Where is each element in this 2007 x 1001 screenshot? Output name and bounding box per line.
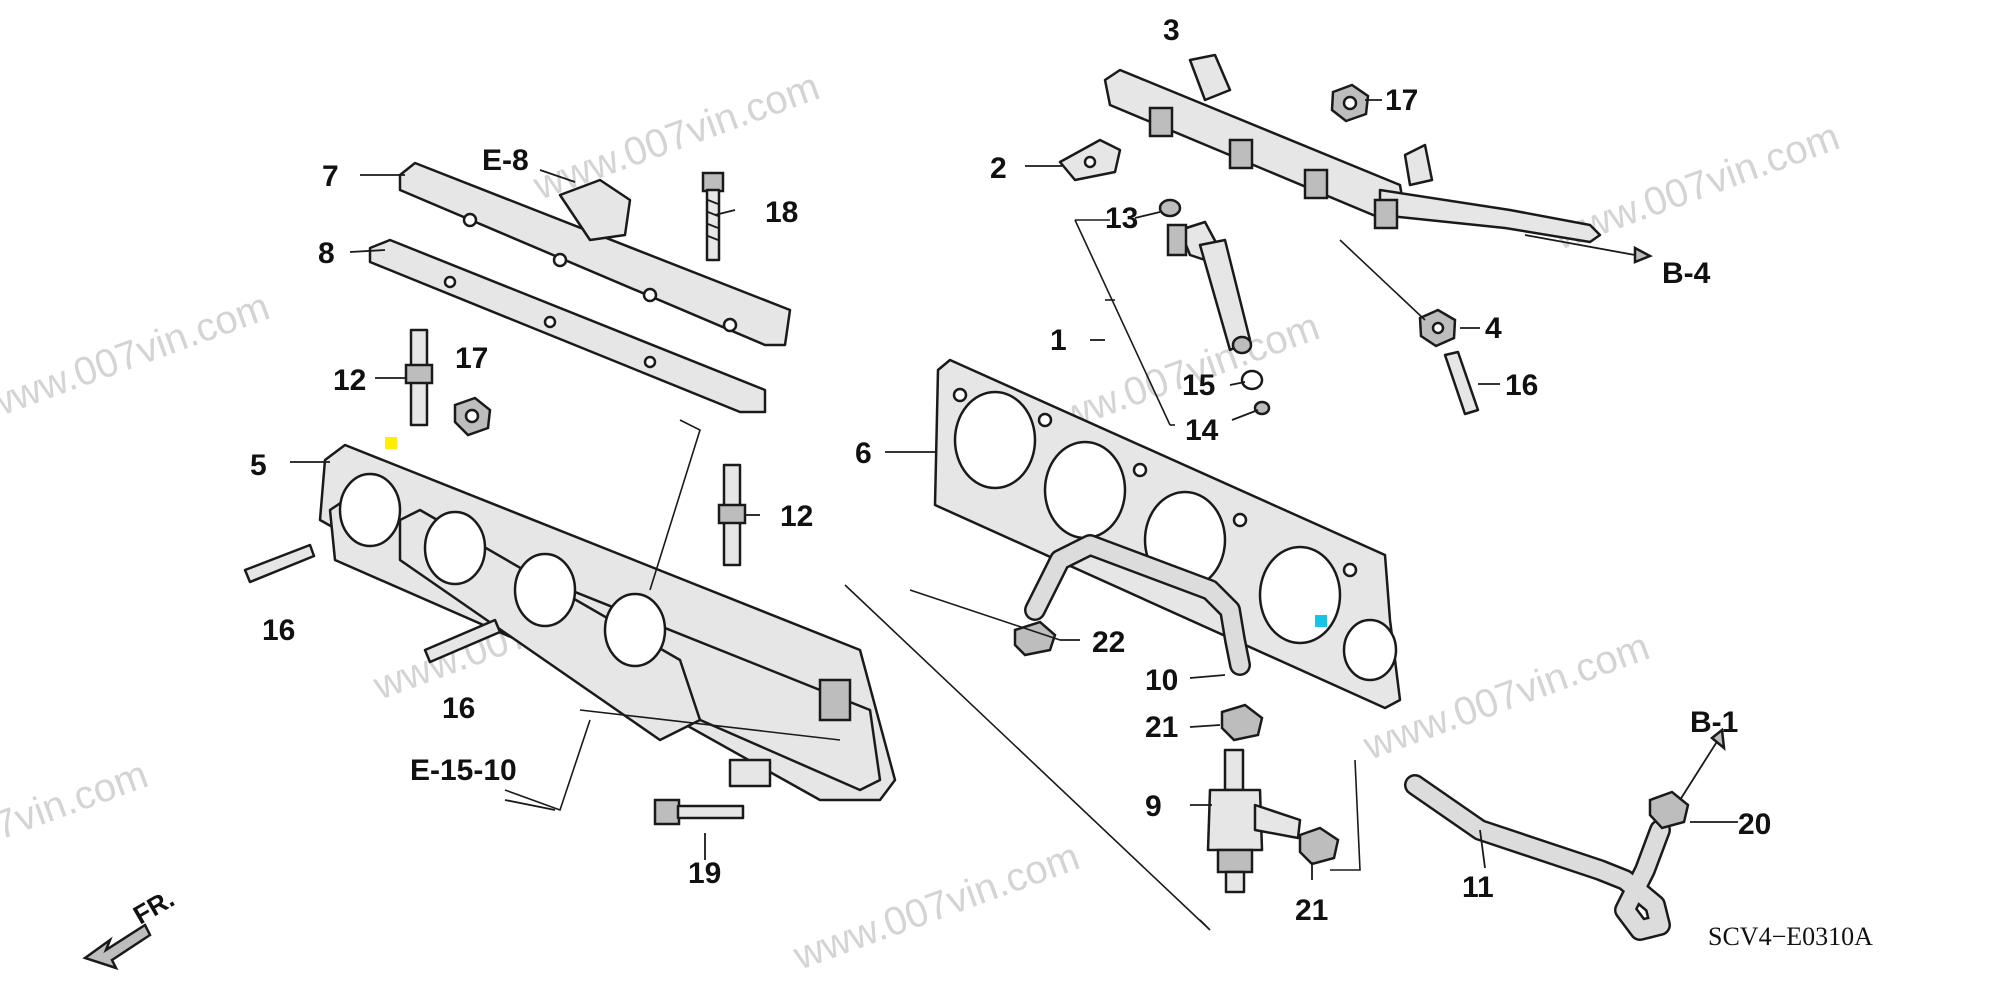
part-7-rail (398, 161, 792, 347)
callout-20: 20 (1738, 808, 1771, 841)
callout-16-a: 16 (262, 614, 295, 647)
part-21-clamp-lower (1298, 826, 1340, 866)
part-6-gasket (933, 358, 1402, 710)
marker-yellow (385, 437, 397, 449)
part-21-clamp-upper (1220, 703, 1264, 742)
watermark-1: www.007vin.com (527, 64, 825, 208)
part-14-cushion-ring (1253, 400, 1271, 416)
callout-9: 9 (1145, 790, 1162, 823)
part-16-stud-a (243, 543, 316, 584)
part-15-o-ring (1240, 369, 1264, 391)
callout-18: 18 (765, 196, 798, 229)
callout-8: 8 (318, 237, 335, 270)
callout-15: 15 (1182, 369, 1215, 402)
part-13-seal-ring (1158, 198, 1182, 218)
part-2-bracket (1058, 138, 1122, 182)
ref-e-15-10: E-15-10 (410, 754, 517, 787)
part-18-bolt (701, 171, 725, 262)
watermark-6: www.007vin.com (1357, 624, 1655, 768)
part-16-stud-b (423, 618, 502, 664)
front-label: FR. (128, 883, 179, 930)
callout-10: 10 (1145, 664, 1178, 697)
callouts: 1 2 3 4 5 6 7 8 9 10 11 12 12 13 14 15 1… (250, 14, 1771, 927)
callout-16-b: 16 (442, 692, 475, 725)
part-10-pipe (1024, 534, 1251, 676)
part-8-rail (368, 238, 767, 414)
part-11-hose (1404, 774, 1671, 941)
callout-17-right: 17 (1385, 84, 1418, 117)
callout-3: 3 (1163, 14, 1180, 47)
front-arrow: FR. (82, 883, 179, 971)
callout-19: 19 (688, 857, 721, 890)
part-19-bolt (653, 798, 745, 826)
watermark-2: www.007vin.com (0, 284, 275, 428)
leader-lines (290, 99, 1738, 880)
callout-2: 2 (990, 152, 1007, 185)
callout-16-c: 16 (1505, 369, 1538, 402)
part-3-fuel-rail (1103, 53, 1602, 244)
callout-4: 4 (1485, 312, 1502, 345)
diagram-code: SCV4−E0310A (1708, 922, 1873, 951)
guide-lines (504, 219, 1426, 931)
callout-1: 1 (1050, 324, 1067, 357)
marker-cyan (1315, 615, 1327, 627)
part-16-stud-right (1443, 350, 1480, 416)
callout-22: 22 (1092, 626, 1125, 659)
callout-14: 14 (1185, 414, 1219, 447)
watermark-7: www.007vin.com (787, 834, 1085, 978)
callout-11: 11 (1462, 871, 1494, 904)
callout-6: 6 (855, 437, 872, 470)
front-arrow-icon (82, 923, 152, 971)
callout-12-left: 12 (333, 364, 366, 397)
part-17-nut-right (1330, 83, 1370, 123)
reference-labels: E-8 B-4 E-15-10 B-1 (410, 144, 1738, 787)
part-5-manifold (318, 443, 897, 802)
watermark-8: 7vin.com (0, 752, 153, 848)
callout-12-right: 12 (780, 500, 813, 533)
callout-17-left: 17 (455, 342, 488, 375)
part-9-valve (1206, 748, 1302, 894)
watermarks: www.007vin.com www.007vin.com www.007vin… (0, 64, 1845, 978)
ref-b-4: B-4 (1662, 257, 1711, 290)
callout-7: 7 (322, 160, 339, 193)
ref-b-1: B-1 (1690, 706, 1738, 739)
callout-21-lower: 21 (1295, 894, 1328, 927)
part-20-clamp (1648, 790, 1690, 830)
part-12-stud-left (404, 328, 434, 427)
part-22-clamp (1013, 620, 1057, 657)
ref-e-8: E-8 (482, 144, 529, 177)
part-12-stud-right (717, 463, 747, 567)
part-1-injector (1166, 220, 1253, 355)
callout-21-upper: 21 (1145, 711, 1178, 744)
part-4-washer (1418, 308, 1457, 348)
callout-13: 13 (1105, 202, 1138, 235)
part-17-nut-left (453, 396, 492, 437)
callout-5: 5 (250, 449, 267, 482)
